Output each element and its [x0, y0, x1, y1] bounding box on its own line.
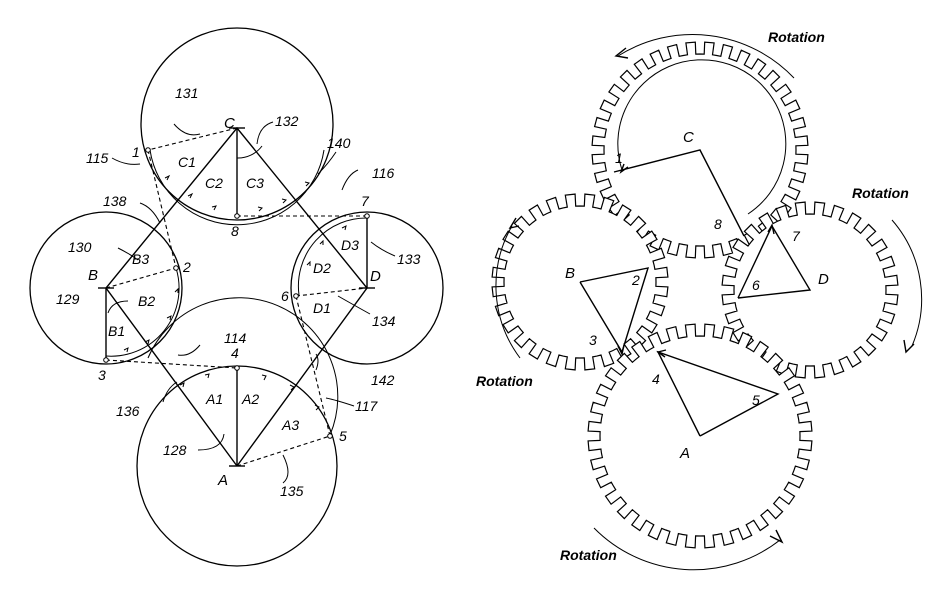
- ref-133: 133: [397, 251, 421, 267]
- num-3: 3: [98, 367, 106, 383]
- ref-136: 136: [116, 403, 140, 419]
- arc-142: [297, 217, 369, 296]
- seg-a1: A1: [205, 391, 223, 407]
- ref-132: 132: [275, 113, 299, 129]
- right-figure: C B D A 1 2 3 4 5 6 7 8 Rotation Rotatio…: [476, 29, 923, 571]
- gear-c-label: C: [683, 129, 694, 146]
- ref-116: 116: [372, 165, 395, 181]
- gear-a-lines: [656, 350, 780, 437]
- num-1: 1: [132, 144, 140, 160]
- num-5: 5: [339, 428, 347, 444]
- rnum-5: 5: [752, 392, 760, 408]
- seg-b1: B1: [108, 323, 125, 339]
- seg-d3: D3: [341, 237, 359, 253]
- seg-b2: B2: [138, 293, 155, 309]
- gear-b-lines: [579, 267, 650, 354]
- rnum-7: 7: [792, 228, 801, 244]
- point-d-label: D: [370, 268, 381, 285]
- gear-d-arrowhead: [767, 223, 775, 235]
- gear-a-arrowhead: [656, 349, 667, 358]
- gear-d-label: D: [818, 271, 829, 288]
- arc-140: [149, 149, 325, 226]
- ref-130: 130: [68, 239, 92, 255]
- dashed-construction-lines: [105, 127, 368, 467]
- rnum-4: 4: [652, 371, 660, 387]
- rnum-1: 1: [615, 150, 623, 166]
- seg-b3: B3: [132, 251, 149, 267]
- gear-b-arrowhead: [617, 344, 625, 357]
- gear-c-arrowhead: [619, 163, 629, 174]
- num-7: 7: [361, 193, 370, 209]
- rnum-2: 2: [631, 272, 640, 288]
- seg-d1: D1: [313, 300, 331, 316]
- center-marks: [98, 127, 375, 467]
- arc-138: [105, 267, 180, 357]
- ref-142: 142: [371, 372, 395, 388]
- circle-c: [140, 27, 334, 221]
- ref-140: 140: [327, 135, 351, 151]
- ref-117: 117: [355, 398, 379, 414]
- rnum-8: 8: [714, 216, 722, 232]
- rnum-6: 6: [752, 277, 760, 293]
- num-8: 8: [231, 223, 239, 239]
- gear-c-rotation-arc: [617, 59, 787, 215]
- seg-a2: A2: [241, 391, 259, 407]
- point-c-label: C: [224, 115, 235, 132]
- seg-c2: C2: [205, 175, 223, 191]
- leader-lines: [107, 121, 396, 484]
- ref-115: 115: [86, 150, 109, 166]
- ref-129: 129: [56, 291, 80, 307]
- angle-arc-c: [236, 145, 263, 159]
- gear-b-label: B: [565, 265, 575, 282]
- left-figure: C A B D A1 A2 A3 B1 B2 B3 C1 C2 C3 D1 D2…: [29, 27, 444, 567]
- numbered-points: [103, 147, 370, 439]
- arc-chevrons: [123, 174, 347, 411]
- gear-a-label: A: [679, 445, 690, 462]
- gear-c-lines: [613, 149, 745, 237]
- rotation-label-bottom: Rotation: [560, 547, 617, 563]
- arc-136: [147, 297, 339, 436]
- gear-d-lines: [737, 224, 812, 299]
- ref-131: 131: [175, 85, 198, 101]
- rotation-label-right: Rotation: [852, 185, 909, 201]
- rotation-label-left: Rotation: [476, 373, 533, 389]
- num-4: 4: [231, 345, 239, 361]
- rotation-arrows: [495, 34, 923, 571]
- ref-114: 114: [224, 330, 247, 346]
- num-6: 6: [281, 288, 289, 304]
- point-b-label: B: [88, 267, 98, 284]
- ref-128: 128: [163, 442, 187, 458]
- rnum-3: 3: [589, 332, 597, 348]
- seg-d2: D2: [313, 260, 331, 276]
- point-a-label: A: [217, 472, 228, 489]
- seg-c3: C3: [246, 175, 264, 191]
- ref-138: 138: [103, 193, 127, 209]
- ref-134: 134: [372, 313, 396, 329]
- num-2: 2: [182, 259, 191, 275]
- ref-135: 135: [280, 483, 304, 499]
- seg-c1: C1: [178, 154, 196, 170]
- seg-a3: A3: [281, 417, 299, 433]
- rotation-label-top: Rotation: [768, 29, 825, 45]
